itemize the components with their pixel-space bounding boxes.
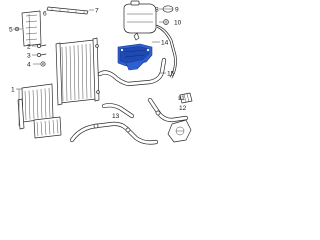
callout-13: 13 (112, 113, 120, 120)
fastener-5 (14, 26, 20, 32)
callout-10: 10 (174, 20, 182, 27)
reservoir-cap (162, 5, 174, 13)
callout-9: 9 (175, 7, 179, 14)
coolant-reservoir (123, 0, 157, 41)
callout-8: 8 (155, 7, 159, 14)
callout-2: 2 (27, 44, 31, 51)
callout-12: 12 (179, 105, 187, 112)
callout-1a: 5 (9, 27, 13, 34)
thermostat-housing (167, 119, 192, 143)
callout-7: 7 (95, 8, 99, 15)
leader-lines (13, 8, 181, 126)
callout-3: 3 (27, 53, 31, 60)
callout-1: 1 (11, 87, 15, 94)
callout-labels: 5 2 3 4 1 7 6 8 9 10 14 15 11 12 13 (9, 7, 187, 121)
reservoir-hose-clip (163, 19, 169, 25)
callout-14: 14 (161, 40, 169, 47)
callout-6: 6 (43, 11, 47, 18)
upper-seal-bar (46, 6, 89, 15)
diagram-canvas: 5 2 3 4 1 7 6 8 9 10 14 15 11 12 13 (9, 0, 193, 145)
lower-radiator-hose (69, 121, 159, 145)
reservoir-bracket-highlighted (117, 43, 153, 71)
fastener-2 (37, 44, 47, 48)
radiator-core (55, 37, 100, 106)
hose-clamps (93, 110, 161, 133)
fastener-3 (37, 53, 47, 57)
callout-4: 4 (27, 62, 31, 69)
bypass-hose (101, 103, 135, 119)
fastener-4 (40, 61, 46, 67)
upper-radiator-hose (97, 57, 167, 87)
shroud-panel (21, 10, 42, 47)
hose-connector-12 (179, 92, 193, 104)
parts-diagram: 5 2 3 4 1 7 6 8 9 10 14 15 11 12 13 (0, 0, 200, 147)
callout-11: 11 (178, 95, 185, 102)
callout-15: 15 (167, 71, 175, 78)
overflow-hose (155, 24, 177, 79)
condenser-stack (17, 83, 62, 139)
